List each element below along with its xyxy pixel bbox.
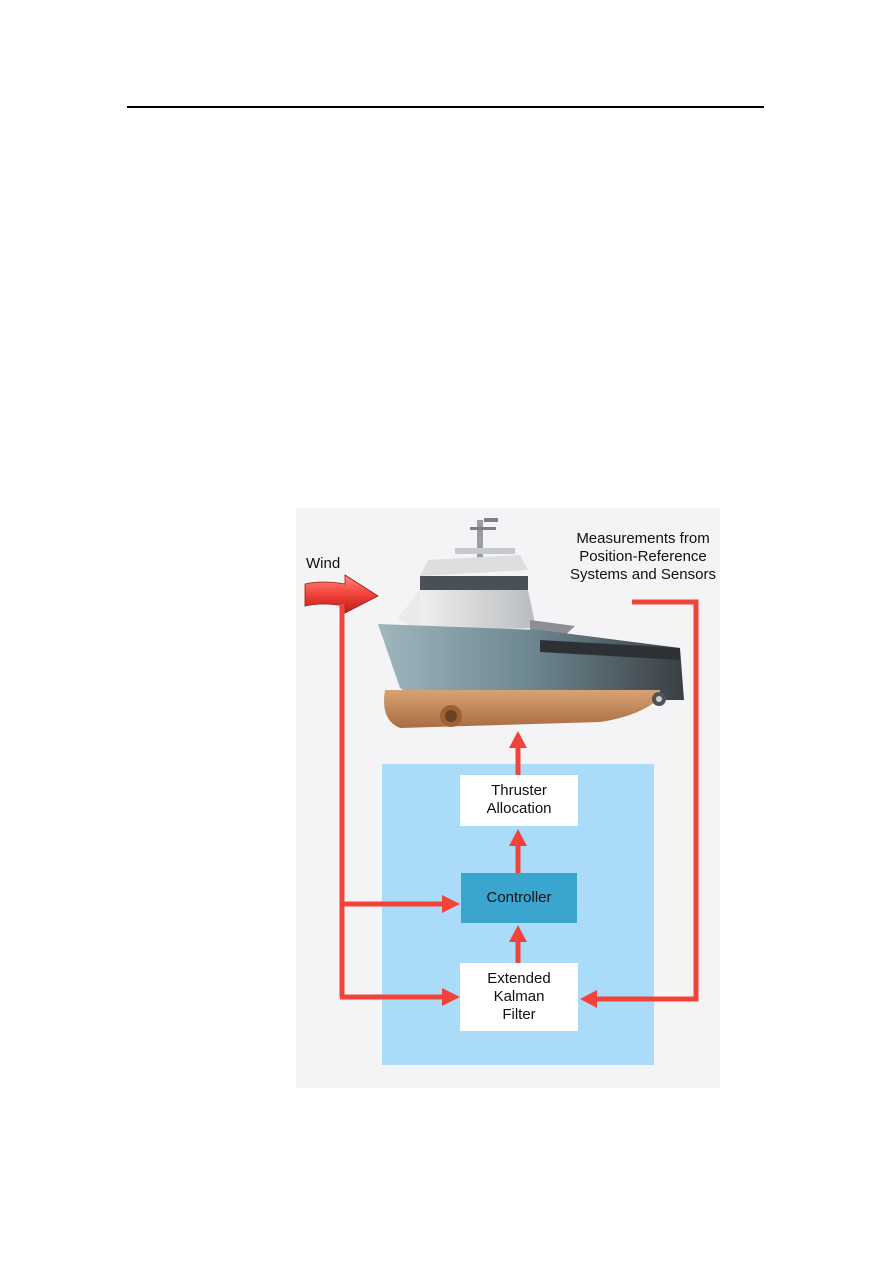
ekf-block — [460, 963, 578, 1031]
thruster-line-2: Allocation — [486, 800, 552, 817]
thruster-allocation-block — [460, 775, 578, 826]
wind-label: Wind — [306, 555, 341, 572]
measurements-line-2: Position-Reference — [579, 548, 707, 565]
measurement-feed-line — [596, 599, 699, 1002]
arrowhead-to-controller — [442, 895, 460, 913]
measurements-line-1: Measurements from — [576, 530, 710, 547]
header-rule — [127, 106, 764, 108]
wind-feed-lines — [339, 604, 446, 1000]
ekf-line-2: Kalman — [493, 988, 545, 1005]
arrowhead-controller-to-thruster — [509, 829, 527, 846]
ekf-line-1: Extended — [487, 970, 551, 987]
arrowhead-thruster-to-ship — [509, 731, 527, 748]
arrowhead-ekf-to-controller — [509, 925, 527, 942]
ship-illustration — [378, 518, 684, 728]
arrowhead-to-ekf-left — [442, 988, 460, 1006]
ekf-label: Extended Kalman Filter — [460, 970, 578, 1024]
measurements-line-3: Systems and Sensors — [570, 566, 716, 583]
arrowhead-to-ekf-right — [580, 990, 597, 1008]
controller-block — [461, 873, 577, 923]
ekf-line-3: Filter — [502, 1006, 536, 1023]
wind-arrow-icon — [304, 574, 379, 614]
thruster-line-1: Thruster — [491, 782, 547, 799]
thruster-allocation-label: Thruster Allocation — [460, 782, 578, 818]
measurements-label: Measurements from Position-Reference Sys… — [540, 530, 746, 584]
controller-label: Controller — [486, 889, 552, 906]
